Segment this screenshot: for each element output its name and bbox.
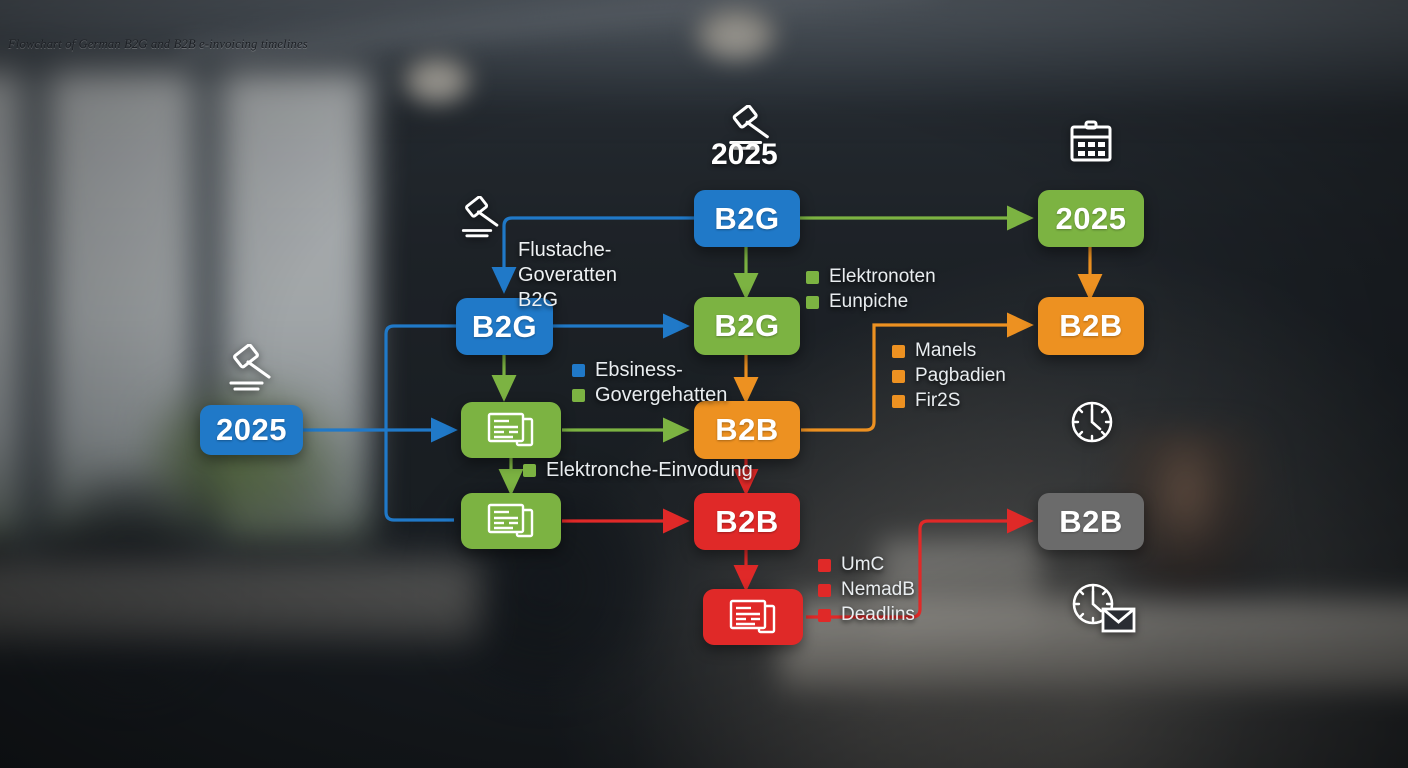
top-year-label: 2025 [711,138,778,171]
legend-item: Deadlins [818,603,915,627]
legend-orange-right: Manels Pagbadien Fir2S [892,339,1006,414]
node-doc-green-lower[interactable] [461,493,561,549]
legend-swatch [523,463,536,477]
legend-swatch [818,608,831,622]
node-b2b-gray-right[interactable]: B2B [1038,493,1144,550]
clock-mail-icon [1070,580,1138,641]
node-left-year[interactable]: 2025 [200,405,303,455]
legend-item: Pagbadien [892,364,1006,388]
legend-label: Eunpiche [829,291,909,312]
legend-label: Manels [915,340,977,361]
legend-item: UmC [818,553,915,577]
flow-label-b2g: Flustache- Goveratten B2G [518,239,617,311]
legend-label: UmC [841,554,885,575]
gavel-icon [222,343,280,401]
desk-surface [0,560,480,640]
legend-label: Ebsiness- [595,359,683,381]
window-pane [0,70,26,540]
legend-swatch [806,270,819,284]
legend-item: Fir2S [892,389,1006,413]
legend-item: Govergehatten [572,383,727,407]
node-b2g-top[interactable]: B2G [694,190,800,247]
legend-red-right: UmC NemadB Deadlins [818,553,915,628]
node-doc-red[interactable] [703,589,803,645]
legend-swatch [892,394,905,408]
legend-swatch [818,583,831,597]
connector-b2b-orange-elbow [801,312,1034,432]
legend-swatch [572,363,585,377]
legend-item: Elektronoten [806,265,936,289]
window-wall [0,60,400,630]
legend-label: Deadlins [841,604,915,625]
invoice-document-icon [487,503,534,538]
legend-center-lower: Elektronche-Einvodung [523,458,753,482]
node-b2b-orange-right[interactable]: B2B [1038,297,1144,355]
legend-item: Manels [892,339,1006,363]
gavel-icon [722,104,778,160]
legend-label: NemadB [841,579,915,600]
legend-label: Pagbadien [915,365,1006,386]
legend-swatch [892,369,905,383]
node-b2b-orange-center[interactable]: B2B [694,401,800,459]
legend-center-upper: Ebsiness- Govergehatten [572,358,727,408]
legend-label: Fir2S [915,390,961,411]
legend-swatch [572,388,585,402]
connector-doc-red-elbow-to-gray [806,508,1034,619]
ceiling-light-left [398,52,476,108]
connector-b2g-wrap-left [384,324,456,522]
invoice-document-icon [487,412,534,447]
legend-item: Eunpiche [806,290,936,314]
node-b2g-green[interactable]: B2G [694,297,800,355]
legend-label: Elektronoten [829,266,936,287]
window-mullion [22,60,44,560]
node-doc-green-upper[interactable] [461,402,561,458]
connector-elbow-into-b2g-mid [491,216,700,294]
legend-swatch [806,295,819,309]
clock-icon [1068,398,1116,451]
legend-item: Ebsiness- [572,358,727,382]
legend-item: NemadB [818,578,915,602]
legend-green-right: Elektronoten Eunpiche [806,265,936,315]
node-b2g-mid[interactable]: B2G [456,298,553,355]
node-b2b-red-center[interactable]: B2B [694,493,800,550]
legend-swatch [818,558,831,572]
node-right-year[interactable]: 2025 [1038,190,1144,247]
desk-surface [780,600,1408,690]
legend-label: Elektronche-Einvodung [546,459,753,481]
calendar-icon [1068,120,1114,171]
legend-swatch [892,344,905,358]
invoice-document-icon [729,599,776,634]
ceiling-light-right [690,3,782,65]
gavel-icon [455,195,507,247]
figure-caption: Flowchart of German B2G and B2B e-invoic… [8,37,308,51]
legend-label: Govergehatten [595,384,728,406]
